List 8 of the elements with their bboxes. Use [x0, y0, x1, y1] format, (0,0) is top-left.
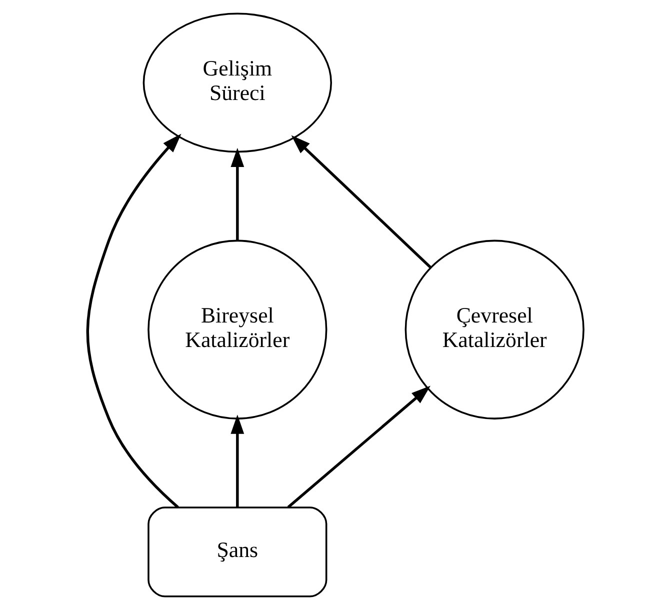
arrow: [291, 135, 432, 268]
node-circle: Bireysel Katalizörler: [148, 240, 328, 420]
node-circle: Çevresel Katalizörler: [404, 240, 584, 420]
arrow: [230, 148, 244, 240]
arrow: [287, 386, 430, 508]
arrow: [86, 134, 182, 508]
node-box: Şans: [148, 506, 328, 598]
arrow: [230, 414, 244, 508]
